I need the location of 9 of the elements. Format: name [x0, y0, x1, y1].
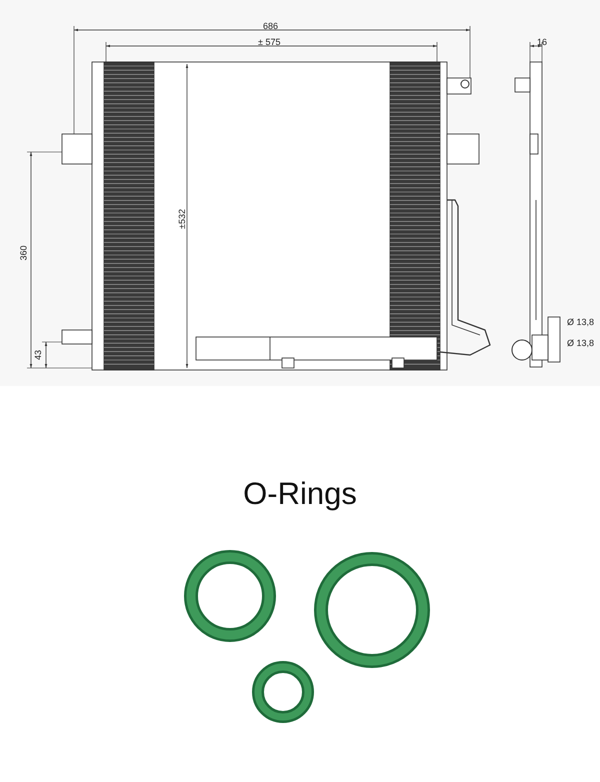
dimension-label: 16	[537, 37, 548, 47]
dimension-label: ± 575	[258, 37, 280, 47]
dimension-label: Ø 13,8	[567, 317, 594, 327]
dimension-label: 360	[18, 245, 29, 261]
dimension-label: Ø 13,8	[567, 338, 594, 348]
heading: O-Rings	[242, 476, 358, 512]
dimension-label: ±532	[176, 209, 187, 229]
dimension-label: 686	[263, 21, 278, 31]
dimension-label: 43	[33, 350, 43, 360]
